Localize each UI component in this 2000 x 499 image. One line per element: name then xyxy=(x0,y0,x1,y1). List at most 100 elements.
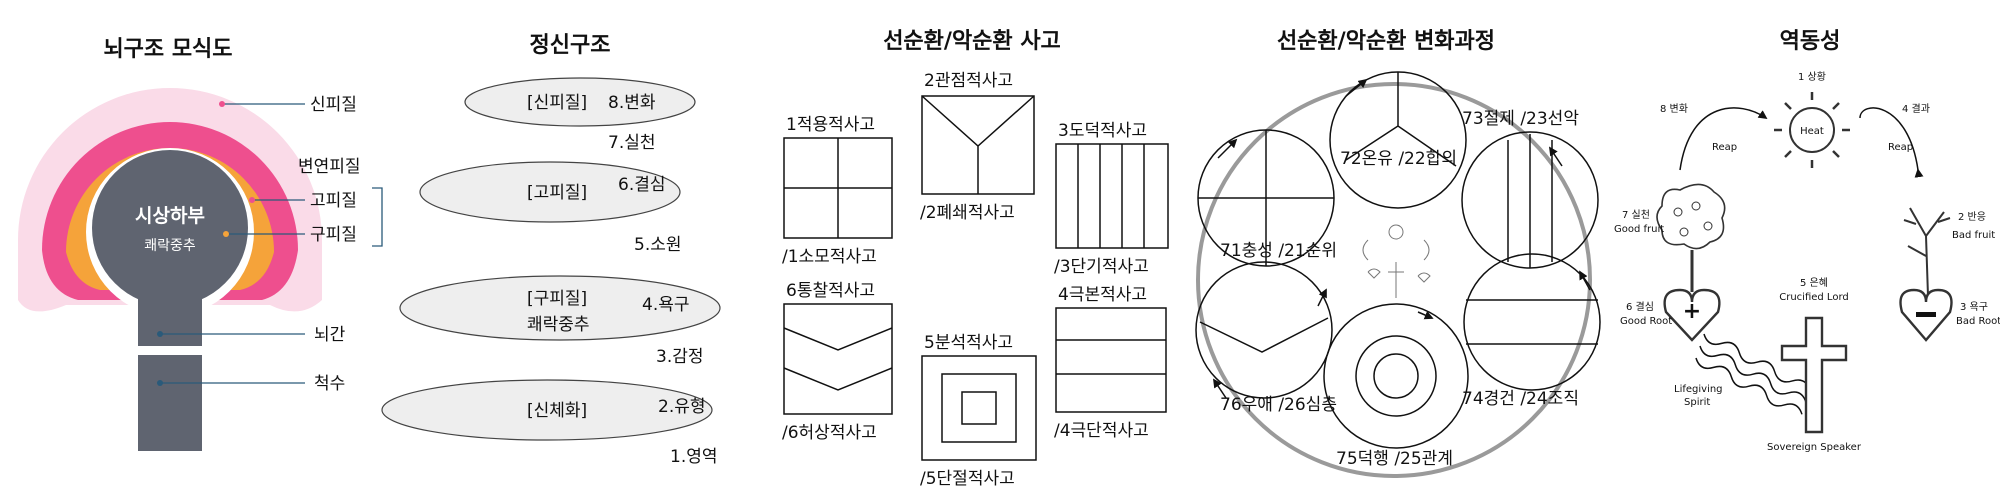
reap-left: Reap xyxy=(1712,142,1737,153)
step-1: 1.영역 xyxy=(670,447,718,467)
minus-icon xyxy=(1916,312,1936,317)
sketch-heart-left xyxy=(1367,268,1381,279)
chevron-2 xyxy=(783,367,893,391)
ellipse-somatization xyxy=(381,379,713,441)
arrow-lower-right xyxy=(1579,270,1591,291)
dynamics-title: 역동성 xyxy=(1780,29,1841,54)
dot-paleocortex xyxy=(249,197,255,203)
step-7: 7.실천 xyxy=(608,133,656,153)
arrow-bottom xyxy=(1417,311,1434,320)
arrow-insight-inner xyxy=(1317,288,1327,307)
step-3: 3.감정 xyxy=(656,347,704,367)
arrow-upper-right xyxy=(1549,146,1563,167)
box-perspective-y xyxy=(921,95,1035,194)
arrow-upper-left xyxy=(1217,138,1238,159)
think-top-5: 5분석적사고 xyxy=(924,333,1013,353)
brain-panel: 뇌구조 모식도 시상하부 쾌락중추 신피질 변연피질 고피질 구피질 뇌간 xyxy=(18,37,383,451)
hypothalamus-core xyxy=(92,150,248,306)
think-top-3: 3도덕적사고 xyxy=(1058,121,1147,141)
process-panel: 선순환/악순환 변화과정 xyxy=(1195,29,1601,478)
good-heart-icon xyxy=(1663,288,1721,342)
sketch-sun xyxy=(1388,224,1404,240)
step-5: 5.소원 xyxy=(634,235,682,255)
result-label: 4 결과 xyxy=(1902,103,1930,115)
box-analytic-outer xyxy=(921,355,1037,461)
stem-neck xyxy=(138,296,202,346)
circle-analytic xyxy=(1323,303,1469,449)
process-label-74: 74경건 /24조직 xyxy=(1462,389,1579,409)
fruit-1 xyxy=(1673,207,1683,217)
step-2: 2.유형 xyxy=(658,397,706,417)
spirit-wave-3 xyxy=(1695,357,1803,415)
arc-right xyxy=(1859,107,1924,178)
good-fruit-label: Good fruit xyxy=(1614,224,1664,235)
dot-spinal xyxy=(157,380,163,386)
mental-bracket-4: [신체화] xyxy=(527,401,587,421)
center-sketch xyxy=(1362,224,1431,298)
box-script xyxy=(1055,307,1167,413)
step-6: 6.결심 xyxy=(618,175,666,195)
mental-title: 정신구조 xyxy=(530,33,611,58)
label-archicortex: 구피질 xyxy=(310,225,357,245)
tree-crown xyxy=(1656,183,1726,250)
think-bottom-6: /6허상적사고 xyxy=(782,423,877,443)
fruit-3 xyxy=(1703,221,1713,231)
dot-archicortex xyxy=(223,231,229,237)
think-bottom-2: /2폐쇄적사고 xyxy=(920,203,1015,223)
ellipse-neocortex xyxy=(464,77,696,127)
decision-label: 6 결심 xyxy=(1626,301,1654,313)
bad-root-label: Bad Root xyxy=(1956,316,2000,327)
mental-panel: 정신구조 [신피질] [고피질] [구피질] 쾌락중추 [신체화] 8.변화 7… xyxy=(381,33,721,467)
sketch-heart-right xyxy=(1417,272,1431,283)
circle-analytic-inner xyxy=(1373,353,1419,399)
reap-right: Reap xyxy=(1888,142,1913,153)
label-paleocortex: 고피질 xyxy=(310,191,357,211)
process-label-75: 75덕행 /25관계 xyxy=(1336,449,1453,469)
think-top-6: 6통찰적사고 xyxy=(786,281,875,301)
sketch-arc-left xyxy=(1362,239,1369,261)
spirit-wave-1 xyxy=(1703,333,1811,391)
ellipse-paleocortex xyxy=(419,161,681,223)
process-label-72: 72온유 /22합의 xyxy=(1340,149,1457,169)
dot-neocortex xyxy=(219,101,225,107)
insight-chevron xyxy=(1199,317,1329,353)
box-moral xyxy=(1055,143,1169,249)
cross-icon xyxy=(1780,316,1848,434)
sun-rays xyxy=(1774,92,1850,168)
ellipse-archicortex xyxy=(399,275,721,341)
pleasure-center-label: 쾌락중추 xyxy=(144,238,196,254)
circle-perspective-y xyxy=(1345,72,1457,167)
think-bottom-4: /4극단적사고 xyxy=(1054,421,1149,441)
dead-branches xyxy=(1903,207,1951,297)
sun-disc xyxy=(1789,107,1835,153)
sovereign-speaker-label: Sovereign Speaker xyxy=(1767,442,1862,453)
mental-bracket-3: [구피질] xyxy=(527,289,587,309)
arc-left xyxy=(1679,107,1768,171)
box-analytic-inner xyxy=(961,391,997,425)
box-insight xyxy=(783,303,893,415)
mental-bracket-1: [신피질] xyxy=(527,93,587,113)
mental-bracket-3-sub: 쾌락중추 xyxy=(527,315,590,335)
think-bottom-1: /1소모적사고 xyxy=(782,247,877,267)
arrow-top xyxy=(1345,78,1368,97)
chevron-1 xyxy=(783,327,893,351)
process-label-71: 71충성 /21순위 xyxy=(1220,241,1337,261)
label-neocortex: 신피질 xyxy=(310,95,357,115)
change-label: 8 변화 xyxy=(1660,103,1688,115)
sun-icon xyxy=(1774,92,1850,168)
bad-tree-icon xyxy=(1903,207,1951,297)
plus-icon: + xyxy=(1683,299,1701,324)
bad-fruit-label: Bad fruit xyxy=(1952,230,1995,241)
lifegiving-label: Lifegiving xyxy=(1674,384,1723,395)
brain-title: 뇌구조 모식도 xyxy=(103,37,232,62)
good-root-label: Good Root xyxy=(1620,316,1672,327)
reaction-label: 2 반응 xyxy=(1958,211,1986,223)
mental-bracket-2: [고피질] xyxy=(527,183,587,203)
think-top-2: 2관점적사고 xyxy=(924,71,1013,91)
label-brainstem: 뇌간 xyxy=(314,325,346,345)
process-outer-circle xyxy=(1196,82,1592,478)
spirit-wave-2 xyxy=(1699,345,1807,403)
heat-label: Heat xyxy=(1800,126,1824,137)
grace-label: 5 은혜 xyxy=(1800,277,1828,289)
